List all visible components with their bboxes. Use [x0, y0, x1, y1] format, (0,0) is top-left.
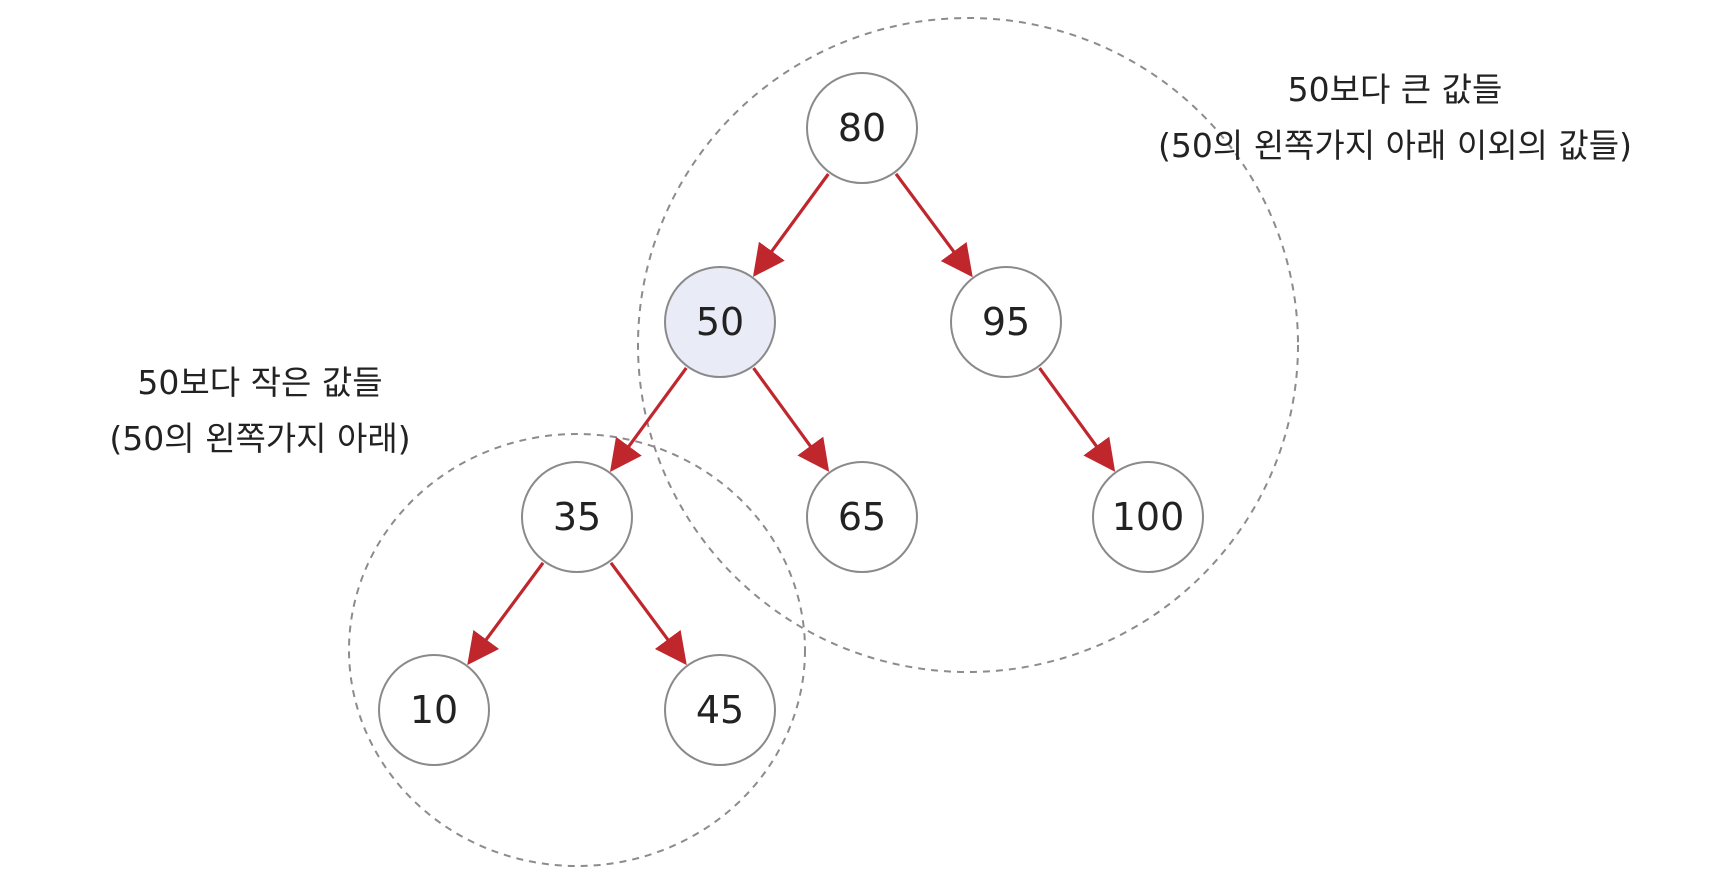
edge-n80-n95 — [894, 172, 973, 278]
tree-node-10: 10 — [378, 654, 490, 766]
node-label: 95 — [982, 300, 1030, 344]
edge-n80-n50 — [752, 173, 830, 277]
tree-node-35: 35 — [521, 461, 633, 573]
node-label: 10 — [410, 688, 458, 732]
edge-n35-n10 — [467, 561, 545, 666]
node-circle — [806, 461, 918, 573]
tree-node-95: 95 — [950, 266, 1062, 378]
tree-node-50: 50 — [664, 266, 776, 378]
edge-n50-n35 — [609, 367, 688, 473]
edge-n50-n65 — [752, 367, 830, 472]
annotation-larger-values: 50보다 큰 값들 (50의 왼쪽가지 아래 이외의 값들) — [1105, 62, 1685, 174]
edge-n35-n45 — [609, 561, 687, 666]
node-circle — [521, 461, 633, 573]
region-smaller-than-50 — [348, 433, 806, 867]
node-circle — [806, 72, 918, 184]
node-label: 80 — [838, 106, 886, 150]
node-circle — [664, 654, 776, 766]
node-circle — [1092, 461, 1204, 573]
tree-node-100: 100 — [1092, 461, 1204, 573]
region-larger-than-50 — [637, 17, 1299, 673]
node-circle — [950, 266, 1062, 378]
node-label: 35 — [553, 495, 601, 539]
node-circle — [664, 266, 776, 378]
tree-node-45: 45 — [664, 654, 776, 766]
edge-n95-n100 — [1038, 367, 1116, 472]
edges — [467, 172, 1116, 666]
node-label: 50 — [696, 300, 744, 344]
annotation-smaller-values: 50보다 작은 값들 (50의 왼쪽가지 아래) — [60, 355, 460, 467]
tree-node-80: 80 — [806, 72, 918, 184]
annotation-larger-line2: (50의 왼쪽가지 아래 이외의 값들) — [1157, 126, 1633, 165]
annotation-larger-line1: 50보다 큰 값들 — [1287, 70, 1503, 109]
annotation-smaller-line2: (50의 왼쪽가지 아래) — [109, 419, 411, 458]
node-label: 65 — [838, 495, 886, 539]
node-circle — [378, 654, 490, 766]
nodes: 80 50 95 35 65 100 10 45 — [378, 72, 1204, 766]
node-label: 100 — [1112, 495, 1185, 539]
tree-node-65: 65 — [806, 461, 918, 573]
node-label: 45 — [696, 688, 744, 732]
annotation-smaller-line1: 50보다 작은 값들 — [137, 363, 383, 402]
